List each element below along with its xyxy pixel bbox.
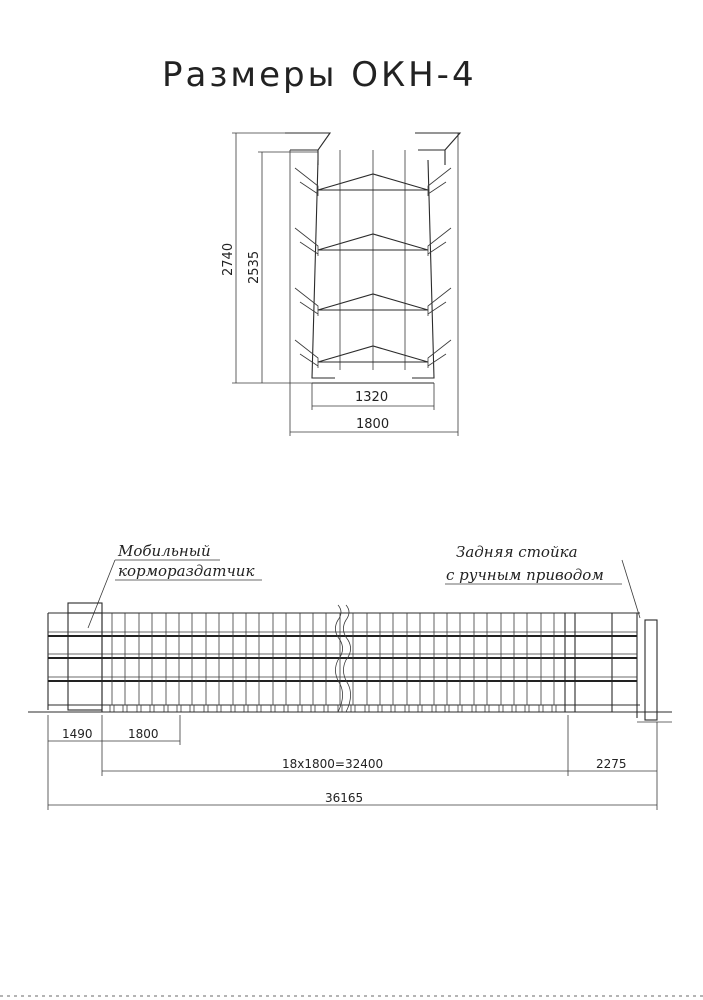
dim-section: 1800 (128, 727, 159, 741)
cage-foot (551, 704, 557, 713)
dim-total-height: 2740 (221, 243, 236, 276)
cage-foot (444, 704, 450, 713)
left-trough (294, 339, 319, 368)
right-trough (427, 339, 452, 368)
left-trough (294, 227, 319, 256)
left-trough-edge (299, 301, 319, 315)
cross-section-view: 2740 2535 1320 1800 (221, 132, 462, 436)
right-trough-edge (427, 241, 447, 255)
left-trough-edge (299, 353, 319, 367)
tier-floor (317, 345, 429, 363)
cage-foot (136, 704, 142, 713)
cage-foot (283, 704, 289, 713)
cage-foot (390, 704, 396, 713)
cage-foot (524, 704, 530, 713)
dim-sections-total: 18x1800=32400 (282, 757, 383, 771)
right-trough-edge (427, 301, 447, 315)
dim-total-width: 1800 (356, 417, 389, 432)
dim-front: 1490 (62, 727, 93, 741)
right-trough (427, 167, 452, 196)
left-trough-edge (299, 181, 319, 195)
cage-foot (122, 704, 128, 713)
cage-foot (484, 704, 490, 713)
dim-inner-width: 1320 (355, 390, 388, 405)
cage-foot (431, 704, 437, 713)
tier-floor (317, 233, 429, 251)
cage-foot (256, 704, 262, 713)
cage-foot (404, 704, 410, 713)
cage-foot (230, 704, 236, 713)
cage-foot (203, 704, 209, 713)
dim-rear: 2275 (596, 757, 627, 771)
cage-foot (149, 704, 155, 713)
cage-foot (297, 704, 303, 713)
feeder-label-line1: Мобильный (117, 542, 211, 560)
cage-foot (498, 704, 504, 713)
cage-foot (538, 704, 544, 713)
cage-foot (377, 704, 383, 713)
feeder-label-line2: кормораздатчик (118, 562, 254, 580)
cage-foot (189, 704, 195, 713)
rear-post-label-line1: Задняя стойка (456, 543, 578, 561)
cage-foot (511, 704, 517, 713)
cage-foot (163, 704, 169, 713)
side-view: Мобильный кормораздатчик Задняя стойка с… (28, 542, 672, 810)
left-trough (294, 287, 319, 316)
cage-foot (457, 704, 463, 713)
dim-inner-height: 2535 (247, 251, 262, 284)
cage-foot (176, 704, 182, 713)
cage-foot (109, 704, 115, 713)
cage-foot (270, 704, 276, 713)
tier-floor (317, 293, 429, 311)
rear-post-label-line2: с ручным приводом (446, 566, 604, 584)
left-trough (294, 167, 319, 196)
cage-foot (364, 704, 370, 713)
cage-foot (323, 704, 329, 713)
cage-foot (471, 704, 477, 713)
cage-foot (310, 704, 316, 713)
page-title: Размеры ОКН-4 (162, 55, 477, 95)
cage-foot (216, 704, 222, 713)
cage-foot (350, 704, 356, 713)
dim-overall: 36165 (325, 791, 363, 805)
right-trough (427, 227, 452, 256)
right-trough-edge (427, 353, 447, 367)
tier-floor (317, 173, 429, 191)
left-trough-edge (299, 241, 319, 255)
right-trough-edge (427, 181, 447, 195)
cage-foot (243, 704, 249, 713)
right-trough (427, 287, 452, 316)
cage-foot (417, 704, 423, 713)
